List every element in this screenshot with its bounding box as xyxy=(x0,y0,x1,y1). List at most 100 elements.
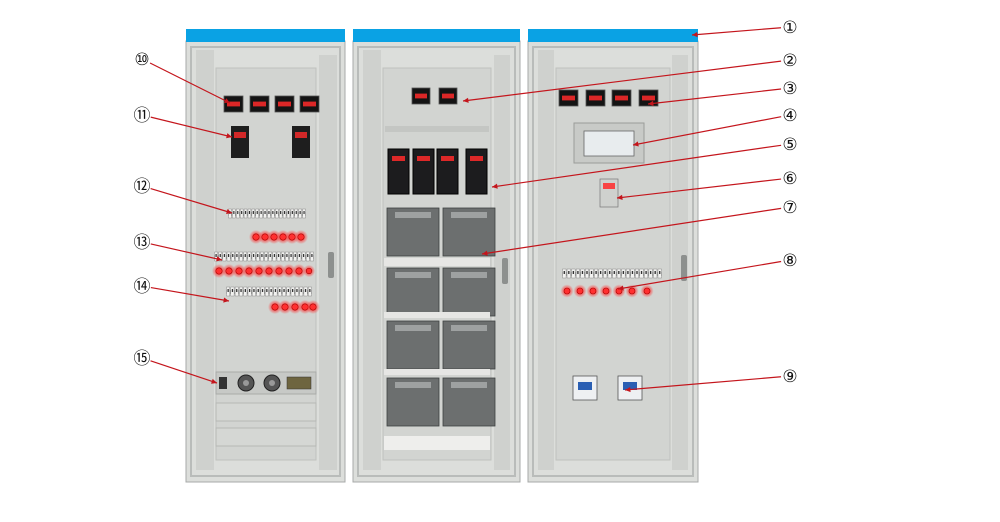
breaker-toggle xyxy=(248,211,251,214)
display-screen xyxy=(583,130,635,157)
breaker-handle xyxy=(623,382,637,390)
rectifier-module xyxy=(436,148,459,195)
leader-line xyxy=(150,243,223,261)
leader-arrowhead xyxy=(216,256,222,262)
leader-line xyxy=(150,188,233,214)
breaker-toggle xyxy=(604,271,606,274)
battery-shelf xyxy=(384,312,490,318)
leader-arrowhead xyxy=(482,250,488,256)
breaker-toggle xyxy=(240,254,242,257)
breaker-toggle xyxy=(241,211,243,214)
breaker-toggle xyxy=(307,254,309,257)
breaker-toggle xyxy=(563,271,565,274)
indicator-lamp xyxy=(271,263,287,279)
switch-unit xyxy=(231,126,249,158)
breaker-toggle xyxy=(627,271,629,274)
lamp-bulb xyxy=(297,233,305,241)
lamp-bulb xyxy=(271,303,279,311)
meter-readout xyxy=(278,101,291,107)
panel-meter xyxy=(611,89,632,107)
lamp-bulb xyxy=(643,287,651,295)
door-handle xyxy=(502,258,508,284)
meter-readout xyxy=(562,95,575,101)
door-frame xyxy=(190,46,341,477)
indicator-lamp xyxy=(287,299,303,315)
callout-number: ⑨ xyxy=(782,367,797,387)
breaker-toggle xyxy=(280,211,282,214)
callout-breaker-row-1: ⑫ xyxy=(134,177,233,214)
rectifier-module xyxy=(412,148,435,195)
breaker-toggle xyxy=(659,271,661,274)
callout-number: ⑧ xyxy=(782,251,797,271)
din-rail xyxy=(228,212,306,216)
lamp-bulb xyxy=(628,287,636,295)
breaker-toggle xyxy=(599,271,602,274)
breaker-strip xyxy=(214,251,314,262)
leader-arrowhead xyxy=(223,297,229,303)
breaker-toggle xyxy=(296,289,298,292)
rectifier-module xyxy=(387,148,410,195)
indicator-lamp xyxy=(251,263,267,279)
callout-controller-unit: ⑥ xyxy=(616,169,798,200)
leader-line xyxy=(491,144,782,188)
meter-readout xyxy=(227,101,240,107)
breaker-toggle xyxy=(636,271,638,274)
din-rail xyxy=(226,290,312,294)
rectifier-module xyxy=(465,148,488,195)
breaker-toggle xyxy=(649,271,652,274)
battery-terminal xyxy=(395,272,431,278)
callout-display-screen: ④ xyxy=(632,106,798,147)
breaker-toggle xyxy=(304,289,307,292)
lamp-bulb xyxy=(245,267,253,275)
leader-arrowhead xyxy=(617,194,623,200)
indicator-lamp xyxy=(293,229,309,245)
breaker-toggle xyxy=(219,254,221,257)
terminal-block xyxy=(286,376,312,390)
breaker-toggle xyxy=(244,289,246,292)
rectifier-display xyxy=(441,156,454,161)
breaker-toggle xyxy=(277,254,280,257)
breaker-toggle xyxy=(272,211,274,214)
breaker-toggle xyxy=(309,289,311,292)
breaker-toggle xyxy=(257,289,259,292)
breaker-toggle xyxy=(298,254,301,257)
leader-line xyxy=(150,286,230,302)
callout-number: ⑦ xyxy=(782,198,797,218)
callout-breaker-row-3: ⑭ xyxy=(134,277,230,303)
battery-terminal xyxy=(395,382,431,388)
callout-number: ⑭ xyxy=(134,277,151,297)
breaker-toggle xyxy=(299,211,301,214)
breaker-toggle xyxy=(248,254,251,257)
indicator-lamp xyxy=(211,263,227,279)
lamp-bulb xyxy=(602,287,610,295)
leader-arrowhead xyxy=(463,97,469,103)
callout-number: ⑬ xyxy=(134,233,151,253)
breaker-toggle xyxy=(273,254,276,257)
lamp-bulb xyxy=(295,267,303,275)
callout-number: ① xyxy=(782,18,797,38)
breaker-toggle xyxy=(586,271,588,274)
breaker-handle xyxy=(578,382,592,390)
breaker-toggle xyxy=(654,271,656,274)
callout-number: ⑫ xyxy=(134,177,151,197)
breaker-toggle xyxy=(645,271,647,274)
indicator-lamp xyxy=(560,284,574,298)
meter-readout xyxy=(442,93,454,99)
lamp-bulb xyxy=(563,287,571,295)
breaker-toggle xyxy=(256,211,258,214)
leader-line xyxy=(150,116,233,138)
lamp-bulb xyxy=(285,267,293,275)
cabinet-top-strip xyxy=(353,29,520,42)
callout-number: ⑥ xyxy=(782,169,797,189)
door-handle xyxy=(681,255,687,281)
door-frame xyxy=(532,46,694,477)
breaker-toggle xyxy=(244,211,247,214)
callout-number: ⑩ xyxy=(134,50,149,70)
breaker-toggle xyxy=(240,289,242,292)
leader-arrowhead xyxy=(618,285,624,291)
indicator-lamp xyxy=(599,284,613,298)
breaker-toggle xyxy=(568,271,570,274)
callout-indicator-lights-right: ⑧ xyxy=(617,251,798,291)
battery-terminal xyxy=(451,382,487,388)
